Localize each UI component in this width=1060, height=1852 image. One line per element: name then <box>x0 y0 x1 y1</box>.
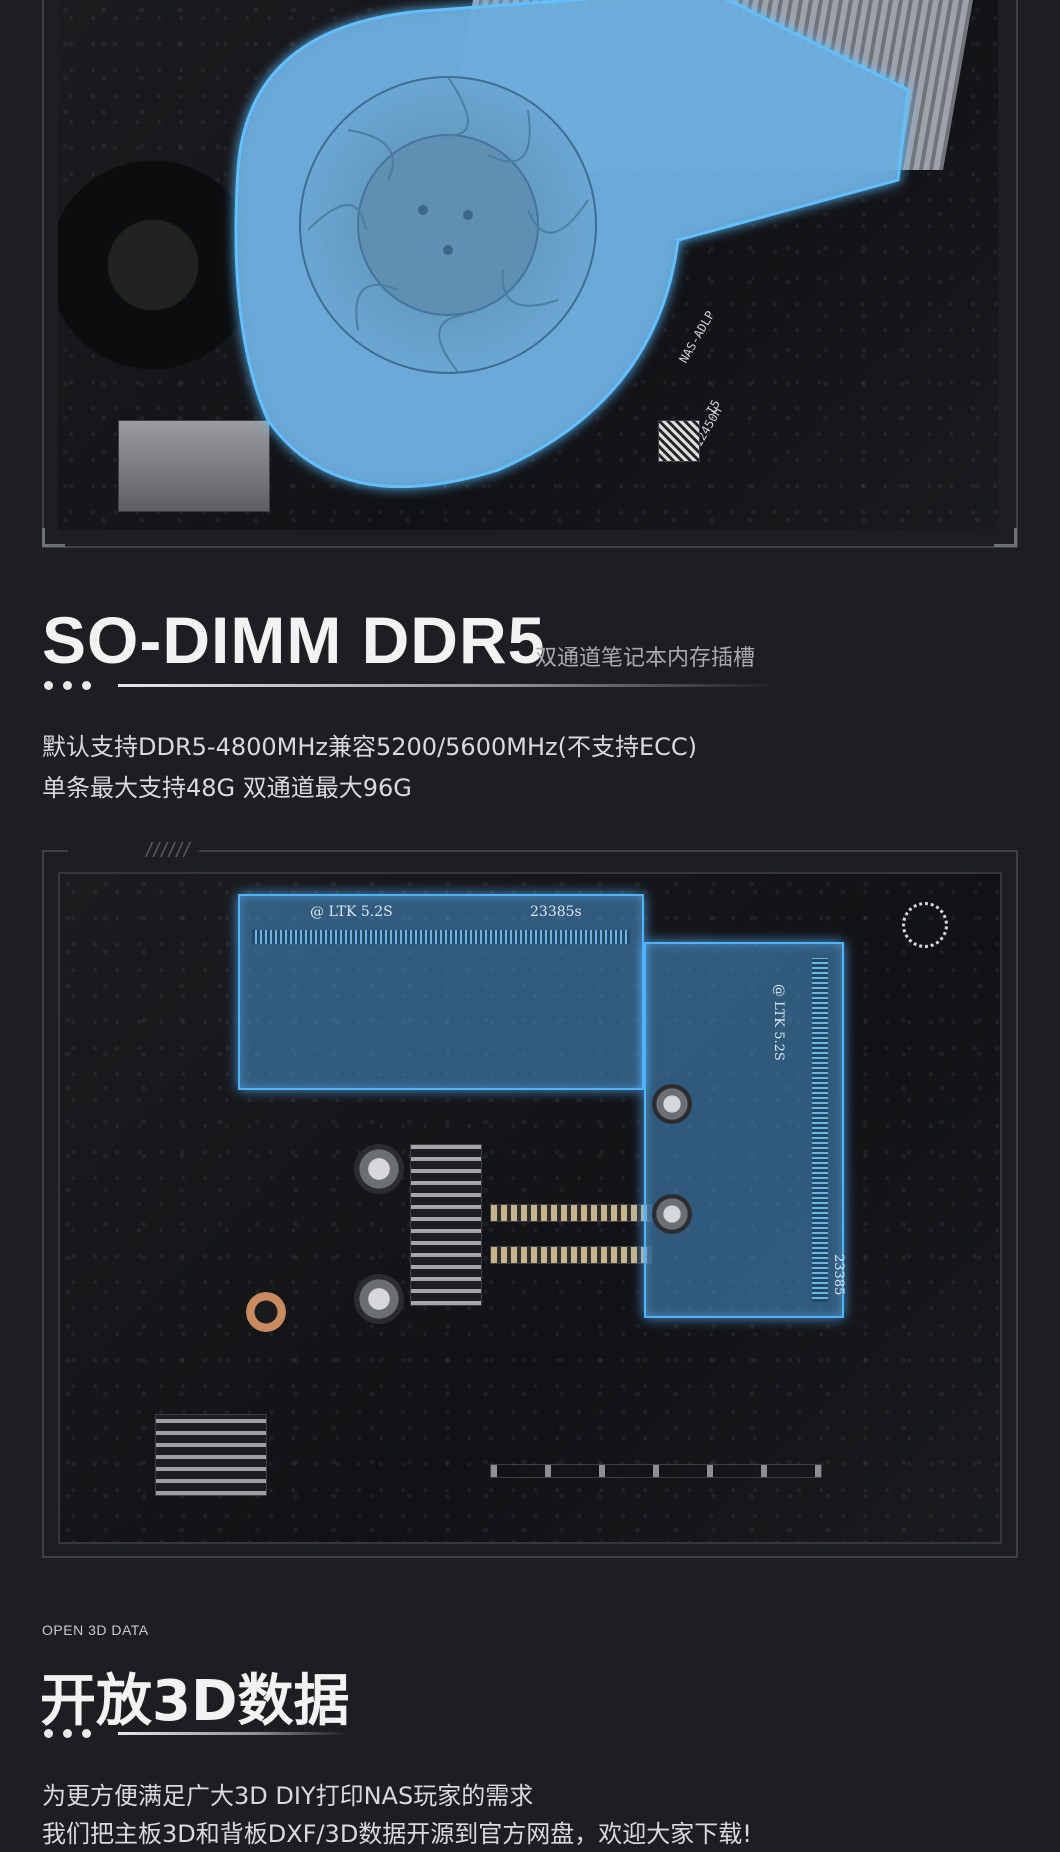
frame-corner-right <box>994 528 1017 547</box>
component-cluster <box>410 1144 482 1306</box>
led-row <box>490 1464 822 1478</box>
dot <box>63 1729 72 1738</box>
open-3d-underline <box>118 1732 348 1735</box>
ram-frame-top-mask <box>68 846 158 854</box>
open-3d-dots <box>44 1729 91 1738</box>
ram-slot-2-highlight: @ LTK 5.2S 23385 <box>644 942 846 1318</box>
dot <box>44 681 53 690</box>
component-row <box>490 1204 652 1222</box>
ram-slot-1-code: 23385s <box>530 904 582 920</box>
dot <box>63 681 72 690</box>
ram-slot-2-code: 23385 <box>831 1254 846 1296</box>
copper-hole <box>246 1292 286 1332</box>
open-3d-title: 开放3D数据 <box>40 1669 350 1734</box>
component-cluster <box>155 1414 267 1496</box>
dot <box>44 1729 53 1738</box>
ram-slot-1-pins <box>252 930 630 944</box>
ram-slot-2-pins <box>812 958 828 1302</box>
ddr5-title: SO-DIMM DDR5 <box>42 603 546 677</box>
ddr5-underline <box>118 684 778 687</box>
photo-frame-top <box>42 0 1018 548</box>
qr-code <box>658 420 700 462</box>
board-photo-ram: @ LTK 5.2S 23385s @ LTK 5.2S 23385 <box>58 872 1002 1544</box>
dot <box>82 1729 91 1738</box>
mount-hole <box>652 1194 692 1234</box>
open-3d-eyebrow: OPEN 3D DATA <box>42 1622 149 1638</box>
ddr5-line-2: 单条最大支持48G 双通道最大96G <box>42 774 412 802</box>
ddr5-subtitle: 双通道笔记本内存插槽 <box>535 646 756 671</box>
ram-frame <box>42 850 1018 1558</box>
open-3d-line-2: 我们把主板3D和背板DXF/3D数据开源到官方网盘，欢迎大家下载! <box>42 1820 752 1848</box>
dot <box>82 681 91 690</box>
mount-hole <box>652 1084 692 1124</box>
ram-slot-1-text: @ LTK 5.2S <box>310 904 393 920</box>
frame-decoration: ////// <box>138 840 200 863</box>
ddr5-line-1: 默认支持DDR5-4800MHz兼容5200/5600MHz(不支持ECC) <box>42 733 697 761</box>
frame-corner-left <box>42 528 65 547</box>
mount-hole <box>354 1144 404 1194</box>
ddr5-dots <box>44 681 91 690</box>
component-row <box>490 1246 652 1264</box>
fan-highlight <box>234 0 910 489</box>
open-3d-line-1: 为更方便满足广大3D DIY打印NAS玩家的需求 <box>42 1782 534 1810</box>
corner-hole <box>902 902 948 948</box>
board-photo-fan: NAS-ADLP 12450H I5 <box>58 0 998 530</box>
ram-slot-1-highlight: @ LTK 5.2S 23385s <box>238 894 644 1090</box>
usb-port <box>118 420 270 512</box>
small-fan <box>58 160 258 370</box>
ram-slot-2-text: @ LTK 5.2S <box>771 984 786 1061</box>
mount-hole <box>354 1274 404 1324</box>
